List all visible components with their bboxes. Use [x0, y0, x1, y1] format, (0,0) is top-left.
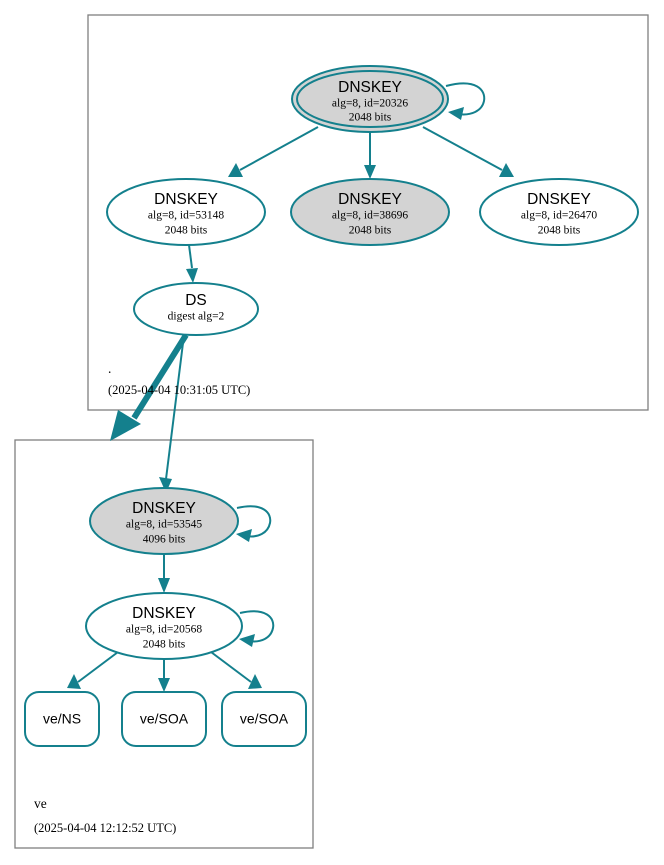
edge-zsk-53148-to-ds: [186, 244, 198, 283]
node-root-zsk-53148[interactable]: DNSKEY alg=8, id=53148 2048 bits: [106, 178, 266, 246]
node-outline: [85, 592, 243, 660]
node-detail-line-1: alg=8, id=53148: [148, 210, 224, 222]
edge-ds-to-ve-cluster: [110, 333, 189, 441]
node-ve-ksk-53545[interactable]: DNSKEY alg=8, id=53545 4096 bits: [89, 487, 239, 555]
rrset-outline: [24, 691, 100, 747]
node-detail-line-2: 4096 bits: [143, 534, 186, 546]
edge-root-ksk-to-zsk-26470: [422, 126, 514, 177]
rrset-outline: [221, 691, 307, 747]
edge-ve-zsk-to-rrset-ve-ns: [67, 651, 119, 689]
node-detail-line-2: 2048 bits: [143, 639, 186, 651]
rrset-outline: [121, 691, 207, 747]
node-outline-inner: [296, 70, 444, 128]
zone-timestamp: (2025-04-04 10:31:05 UTC): [108, 383, 250, 397]
node-title: DNSKEY: [154, 191, 218, 208]
node-outline: [133, 282, 259, 336]
node-ve-zsk-20568[interactable]: DNSKEY alg=8, id=20568 2048 bits: [85, 592, 243, 660]
node-root-zsk-38696[interactable]: DNSKEY alg=8, id=38696 2048 bits: [290, 178, 450, 246]
edge-ve-zsk-to-rrset-ve-soa-2: [210, 651, 262, 689]
node-outline: [290, 178, 450, 246]
node-detail-line-2: 2048 bits: [349, 225, 392, 237]
cluster-box-root-zone: [87, 14, 649, 411]
zone-name: ve: [34, 796, 47, 811]
node-title: DS: [185, 292, 207, 309]
node-detail-line-1: alg=8, id=26470: [521, 210, 597, 222]
node-title: DNSKEY: [338, 191, 402, 208]
cluster-box-ve-zone: [14, 439, 314, 849]
edge-root-ksk-to-zsk-38696: [364, 132, 376, 179]
node-title: DNSKEY: [527, 191, 591, 208]
rrset-label: ve/SOA: [240, 711, 289, 727]
zone-name: .: [108, 361, 111, 376]
edge-root-ksk-to-zsk-53148: [228, 126, 319, 177]
node-detail-line-1: alg=8, id=53545: [126, 519, 202, 531]
node-ds-digest-alg-2[interactable]: DS digest alg=2: [133, 282, 259, 336]
node-rrset-ve-soa-2[interactable]: ve/SOA: [221, 691, 307, 747]
node-rrset-ve-soa-1[interactable]: ve/SOA: [121, 691, 207, 747]
node-root-ksk-20326[interactable]: DNSKEY alg=8, id=20326 2048 bits: [291, 65, 449, 133]
node-detail-line-2: 2048 bits: [349, 112, 392, 124]
edge-ds-to-ve-ksk: [159, 334, 185, 493]
edge-ve-zsk-to-rrset-ve-soa-1: [158, 659, 170, 692]
node-title: DNSKEY: [132, 500, 196, 517]
node-title: DNSKEY: [132, 605, 196, 622]
rrset-label: ve/SOA: [140, 711, 189, 727]
node-detail-line-1: alg=8, id=20326: [332, 98, 408, 110]
rrset-label: ve/NS: [43, 711, 81, 727]
node-rrset-ve-ns[interactable]: ve/NS: [24, 691, 100, 747]
zone-timestamp: (2025-04-04 12:12:52 UTC): [34, 821, 176, 835]
node-detail-line-2: 2048 bits: [538, 225, 581, 237]
node-title: DNSKEY: [338, 79, 402, 96]
node-detail-line-1: alg=8, id=20568: [126, 624, 202, 636]
node-outline: [479, 178, 639, 246]
zone-label-ve: ve (2025-04-04 12:12:52 UTC): [34, 796, 176, 835]
edge-root-ksk-self-loop: [445, 82, 486, 120]
node-outline: [106, 178, 266, 246]
node-detail-line-1: digest alg=2: [168, 311, 225, 323]
edge-ve-ksk-to-zsk: [158, 554, 170, 593]
node-root-zsk-26470[interactable]: DNSKEY alg=8, id=26470 2048 bits: [479, 178, 639, 246]
edge-ve-ksk-self-loop: [236, 505, 272, 542]
node-detail-line-1: alg=8, id=38696: [332, 210, 408, 222]
node-detail-line-2: 2048 bits: [165, 225, 208, 237]
edge-ve-zsk-self-loop: [239, 610, 275, 647]
node-outline: [89, 487, 239, 555]
zone-label-root: . (2025-04-04 10:31:05 UTC): [108, 361, 250, 397]
